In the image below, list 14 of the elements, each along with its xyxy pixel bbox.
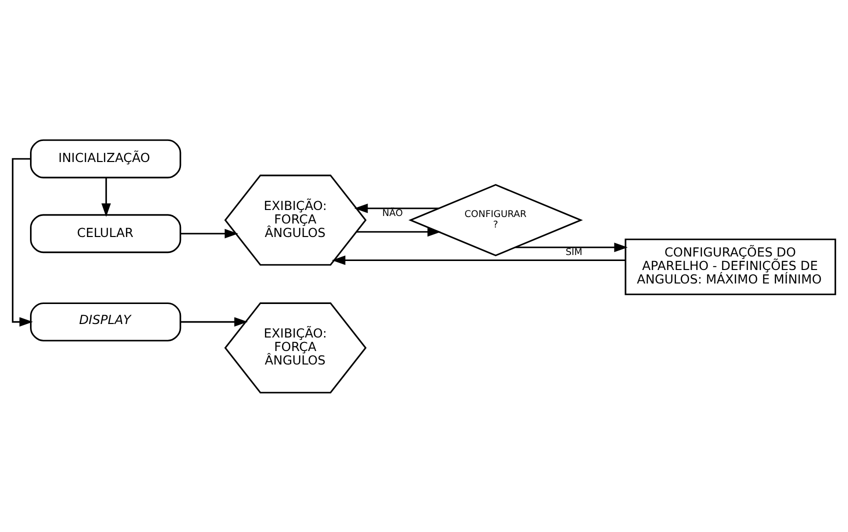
edge-label: SIM [566,246,582,258]
arrow [354,203,439,213]
arrow [332,255,626,264]
node-box: CELULAR [30,214,182,253]
arrow [101,177,111,216]
node-box: DISPLAY [30,302,182,341]
node-box: INICIALIZAÇÃO [30,138,182,178]
arrow [180,316,248,326]
edge-label: NÃO [382,207,403,218]
arrow [515,242,628,252]
node-box: CONFIGURAÇÕES DO APARELHO - DEFINIÇÕES DE ANGULOS: MÁXIMO E MÍNIMO [624,238,836,295]
arrow [356,226,441,236]
arrow [180,228,238,238]
arrow [12,158,33,326]
